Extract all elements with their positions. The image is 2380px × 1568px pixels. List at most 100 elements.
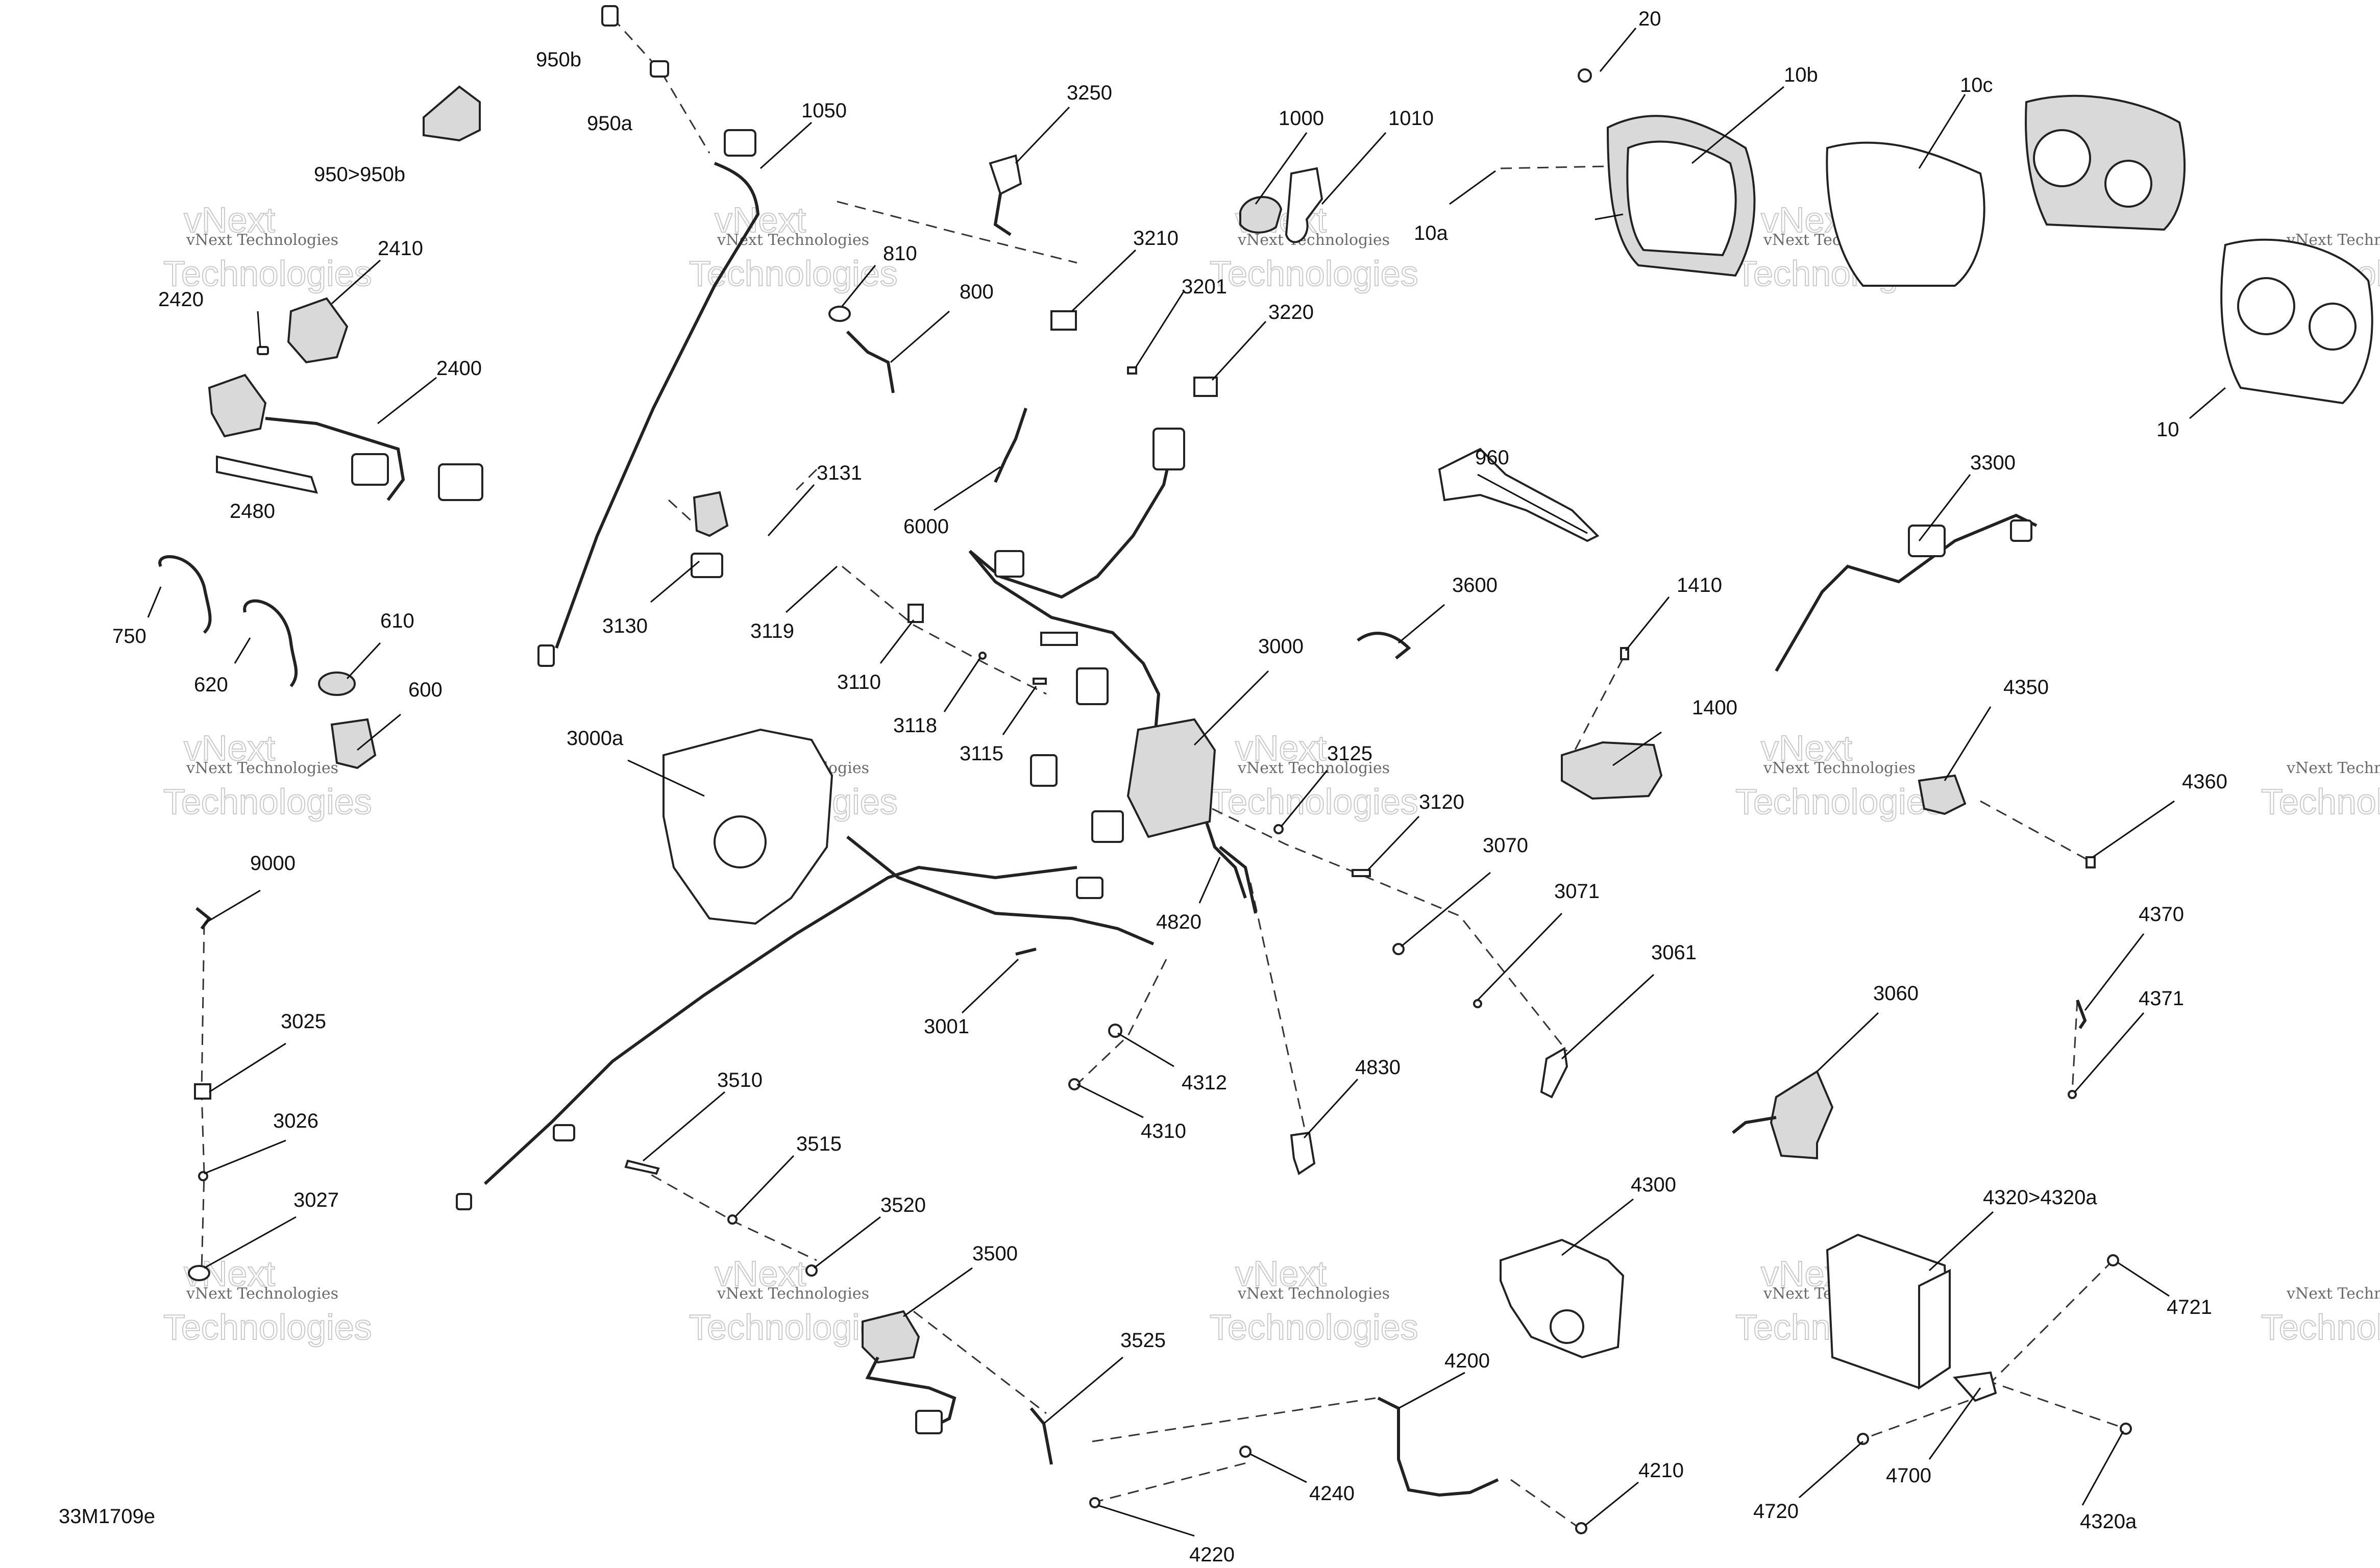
svg-text:vNext Technologies: vNext Technologies bbox=[2286, 759, 2380, 777]
svg-text:vNext: vNext bbox=[1235, 1254, 1327, 1293]
label-3515: 3515 bbox=[796, 1133, 842, 1155]
svg-text:vNext: vNext bbox=[1235, 728, 1327, 768]
label-4220: 4220 bbox=[1189, 1544, 1235, 1566]
label-4320-4320a: 4320>4320a bbox=[1983, 1186, 2097, 1209]
label-4200: 4200 bbox=[1444, 1350, 1490, 1372]
part-3000-main-harness bbox=[456, 428, 1247, 1210]
part-3600-cable bbox=[1357, 632, 1411, 660]
label-3060: 3060 bbox=[1873, 982, 1919, 1005]
part-labels: 20 10b 10c 10a 10 950b 950a 950>950b 105… bbox=[112, 8, 2227, 1566]
part-1000-ignition bbox=[1239, 196, 1283, 234]
label-3000: 3000 bbox=[1258, 635, 1304, 658]
part-9000-clip bbox=[195, 907, 212, 930]
svg-text:Technologies: Technologies bbox=[1210, 782, 1418, 822]
label-2410: 2410 bbox=[378, 237, 423, 260]
svg-text:Technologies: Technologies bbox=[163, 1307, 372, 1347]
svg-text:vNext Technologies: vNext Technologies bbox=[1237, 759, 1390, 777]
part-2410-switch bbox=[287, 297, 349, 364]
svg-text:vNext Technologies: vNext Technologies bbox=[186, 1285, 338, 1303]
part-10c-lens bbox=[1826, 141, 1985, 287]
label-4300: 4300 bbox=[1631, 1174, 1676, 1196]
label-3201: 3201 bbox=[1182, 276, 1227, 298]
watermark: vNext vNext Technologies Technologies bbox=[163, 1253, 373, 1348]
svg-text:Technologies: Technologies bbox=[2261, 782, 2380, 822]
label-4210: 4210 bbox=[1638, 1459, 1684, 1482]
svg-text:Technologies: Technologies bbox=[163, 782, 372, 822]
label-3026: 3026 bbox=[273, 1110, 318, 1132]
part-3125-nut bbox=[1273, 824, 1284, 834]
label-4310: 4310 bbox=[1141, 1120, 1186, 1142]
part-4210-nut bbox=[1575, 1522, 1587, 1534]
label-1010: 1010 bbox=[1388, 107, 1434, 130]
label-1410: 1410 bbox=[1677, 574, 1722, 596]
svg-text:vNext: vNext bbox=[715, 1254, 806, 1293]
part-3500-sensor bbox=[862, 1310, 920, 1364]
svg-text:Technologies: Technologies bbox=[1210, 254, 1418, 293]
svg-text:vNext: vNext bbox=[715, 200, 806, 240]
watermark: vNext vNext Technologies Technologies bbox=[689, 200, 898, 294]
part-3120-screw bbox=[1352, 869, 1371, 877]
part-4820-cable bbox=[1219, 845, 1257, 914]
label-950-950b: 950>950b bbox=[314, 163, 405, 186]
svg-text:Technologies: Technologies bbox=[1735, 782, 1944, 822]
watermark-line2: Technologies bbox=[163, 254, 372, 293]
part-600-switch bbox=[330, 718, 377, 769]
part-950-switch-cover bbox=[423, 85, 481, 142]
watermark: vNext vNext Technologies Technologies bbox=[1735, 728, 1945, 822]
svg-text:vNext: vNext bbox=[1761, 728, 1852, 768]
watermark-line1: vNext bbox=[184, 200, 275, 240]
label-4350: 4350 bbox=[2003, 676, 2049, 699]
part-4700-bracket bbox=[1953, 1371, 1997, 1402]
part-3025-clip bbox=[194, 1083, 211, 1100]
label-3027: 3027 bbox=[293, 1189, 339, 1211]
label-4721: 4721 bbox=[2167, 1296, 2212, 1318]
label-3210: 3210 bbox=[1133, 227, 1179, 250]
diagram-code: 33M1709e bbox=[59, 1505, 155, 1528]
part-4200-cable bbox=[1377, 1397, 1499, 1497]
label-3110: 3110 bbox=[837, 671, 881, 693]
part-3515-nut bbox=[727, 1214, 738, 1225]
part-810-grommet bbox=[828, 306, 851, 322]
label-1000: 1000 bbox=[1279, 107, 1324, 130]
part-3250-sensor bbox=[989, 154, 1022, 195]
label-950a: 950a bbox=[587, 112, 633, 135]
watermark: vNext vNext Technologies Technologies bbox=[1209, 1253, 1419, 1348]
svg-text:Technologies: Technologies bbox=[1210, 1307, 1418, 1347]
part-3525-hose bbox=[1029, 1407, 1053, 1465]
label-3510: 3510 bbox=[717, 1069, 763, 1091]
label-3071: 3071 bbox=[1554, 880, 1600, 903]
svg-text:vNext Technologies: vNext Technologies bbox=[2286, 1285, 2380, 1303]
part-2400-switch bbox=[208, 374, 267, 438]
part-4220-clip bbox=[1089, 1497, 1100, 1508]
label-4320a: 4320a bbox=[2080, 1510, 2137, 1533]
label-3000a: 3000a bbox=[567, 727, 624, 750]
part-4240-clip bbox=[1239, 1446, 1252, 1458]
label-4700: 4700 bbox=[1886, 1464, 1931, 1487]
label-3131: 3131 bbox=[817, 462, 862, 484]
part-4360-screw bbox=[2085, 856, 2096, 868]
part-3118-nut bbox=[978, 652, 987, 660]
part-1050-harness bbox=[555, 162, 760, 649]
label-3025: 3025 bbox=[281, 1010, 326, 1033]
label-9000: 9000 bbox=[250, 852, 296, 875]
part-4310-screw bbox=[1068, 1078, 1081, 1090]
part-610-cap bbox=[318, 671, 356, 696]
part-4721-screw bbox=[2107, 1254, 2119, 1266]
part-750-tether bbox=[158, 555, 212, 634]
part-3201-pin bbox=[1127, 366, 1137, 375]
label-4370: 4370 bbox=[2139, 903, 2184, 926]
label-1050: 1050 bbox=[801, 99, 847, 122]
label-3500: 3500 bbox=[972, 1242, 1018, 1265]
label-3070: 3070 bbox=[1483, 834, 1528, 857]
label-3125: 3125 bbox=[1327, 742, 1372, 765]
leader-lines bbox=[147, 28, 2226, 1537]
watermark: vNext Technologies Technologies bbox=[2261, 1285, 2380, 1348]
label-3118: 3118 bbox=[893, 714, 937, 737]
part-3071-washer bbox=[1473, 999, 1482, 1008]
label-3061: 3061 bbox=[1651, 941, 1697, 964]
label-4360: 4360 bbox=[2182, 770, 2227, 793]
part-3300-harness bbox=[1775, 513, 2038, 672]
part-950a bbox=[650, 60, 669, 78]
label-2420: 2420 bbox=[158, 288, 204, 311]
part-1400-regulator bbox=[1561, 741, 1663, 800]
